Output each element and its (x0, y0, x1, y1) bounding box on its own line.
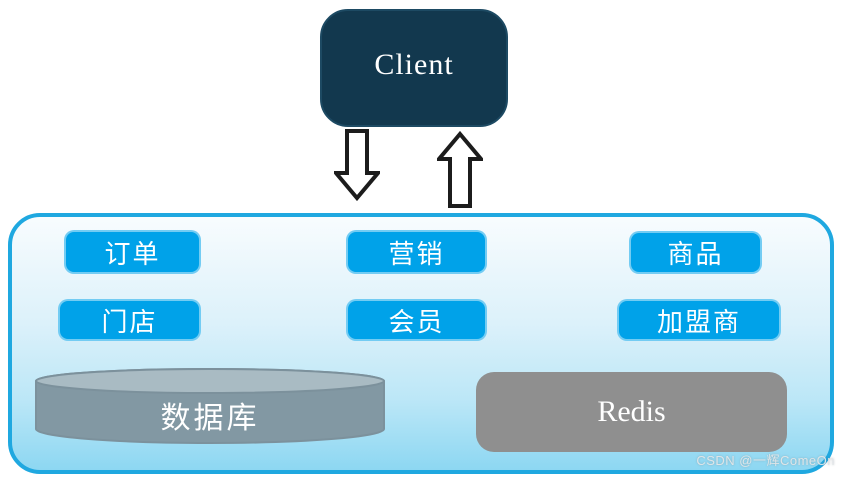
client-node: Client (320, 9, 508, 127)
platform-container: 订单 营销 商品 门店 会员 加盟商 数据库 Redis (8, 213, 834, 474)
service-label-store: 门店 (101, 307, 158, 337)
database-cylinder: 数据库 (34, 367, 386, 455)
down-arrow-icon (331, 129, 383, 202)
redis-label: Redis (597, 395, 666, 428)
client-label: Client (374, 48, 454, 81)
service-label-order: 订单 (104, 239, 161, 269)
service-label-franchisee: 加盟商 (656, 307, 741, 337)
service-box-store: 门店 (58, 299, 201, 341)
service-box-order: 订单 (64, 230, 201, 274)
service-label-goods: 商品 (667, 240, 724, 269)
service-box-marketing: 营销 (346, 230, 487, 274)
database-label: 数据库 (160, 402, 260, 435)
service-label-member: 会员 (388, 307, 445, 337)
service-box-goods: 商品 (629, 231, 762, 274)
service-label-marketing: 营销 (388, 239, 445, 269)
up-arrow-icon (434, 130, 486, 209)
service-box-member: 会员 (346, 299, 487, 341)
cylinder-shape-icon (35, 368, 385, 444)
watermark: CSDN @一辉ComeOn (696, 453, 835, 468)
redis-node: Redis (476, 372, 787, 452)
service-box-franchisee: 加盟商 (617, 299, 781, 341)
